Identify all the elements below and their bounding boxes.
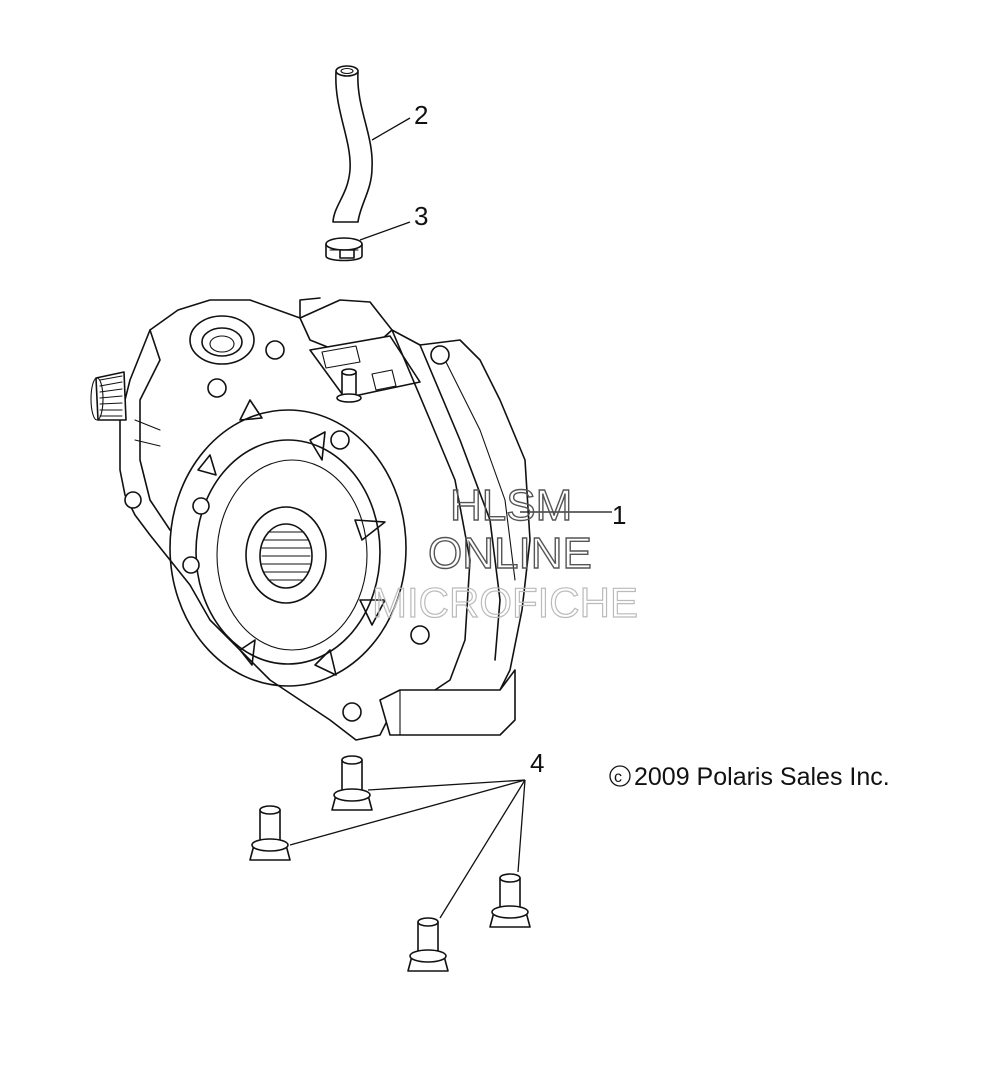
hose-part[interactable]	[332, 65, 373, 223]
hose-clamp-part[interactable]	[325, 237, 363, 262]
bolt-part[interactable]	[489, 873, 531, 928]
cover-bolts	[124, 340, 450, 722]
gearcase-assembly-part[interactable]	[90, 297, 531, 741]
copyright-icon	[609, 765, 631, 787]
callout-2: 2	[414, 100, 428, 130]
watermark-line-1: HLSM	[450, 481, 572, 530]
copyright-symbol: c	[614, 769, 622, 786]
watermark-line-2: ONLINE	[428, 529, 592, 578]
hub-splines	[261, 531, 311, 581]
copyright-notice: c 2009 Polaris Sales Inc.	[609, 763, 890, 791]
callout-3: 3	[414, 201, 428, 231]
callout-1: 1	[612, 500, 626, 530]
callout-4: 4	[530, 748, 544, 778]
leader-lines	[289, 117, 612, 919]
bolt-part[interactable]	[407, 917, 449, 972]
bolt-part[interactable]	[249, 805, 291, 861]
watermark-line-3: MICROFICHE	[372, 579, 638, 626]
copyright-text: 2009 Polaris Sales Inc.	[634, 763, 890, 791]
watermark: HLSM ONLINE MICROFICHE	[371, 480, 638, 626]
bolt-part[interactable]	[331, 755, 373, 811]
